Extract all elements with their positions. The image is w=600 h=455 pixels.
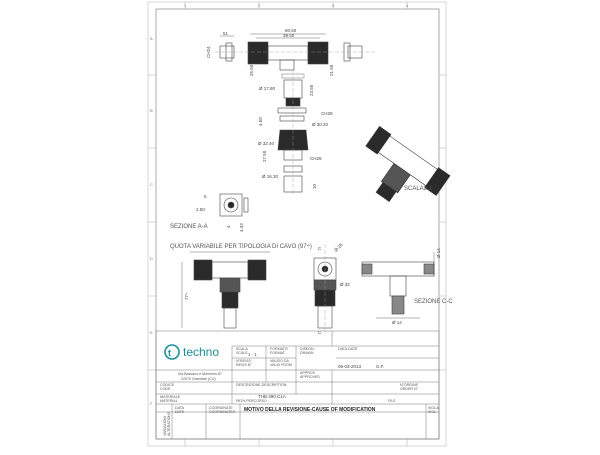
file-label: FILE xyxy=(388,399,396,403)
col-label: 3 xyxy=(332,3,335,8)
front-view xyxy=(181,251,270,329)
scale-value: 1 : 1 xyxy=(248,352,257,357)
cable-variable-note: QUOTA VARIABILE PER TIPOLOGIA DI CAVO (9… xyxy=(170,244,312,250)
dim-ch29-upper: CH29 xyxy=(321,111,333,116)
sign-label: SIGLA xyxy=(428,406,439,410)
col-label: 1 xyxy=(184,3,187,8)
material-label-en: MATERIAL xyxy=(160,399,178,403)
date-label: DATA-DATE xyxy=(338,347,358,351)
row-label: F xyxy=(150,401,153,406)
data-label: DATA xyxy=(175,406,185,410)
order-label-en: ORDER N° xyxy=(400,387,419,391)
row-label: A xyxy=(150,36,153,41)
dim-height-right: 21.50 xyxy=(329,64,334,76)
col-label: 2 xyxy=(258,3,261,8)
code-label: CODICE xyxy=(160,383,175,387)
row-label: E xyxy=(150,330,153,335)
dim-dia-17-80: Ø 17.80 xyxy=(259,86,276,91)
section-mark-c-bottom: C xyxy=(318,330,322,335)
variations-label-en: ALTERATIONS xyxy=(167,411,171,436)
drawn-label: DISEGN. xyxy=(300,347,315,351)
data-label-en: DATE xyxy=(175,410,185,414)
company-logo-text: techno xyxy=(183,345,219,359)
dim-dia-16-30: Ø 16.30 xyxy=(262,174,279,179)
iso-scale-label: SCALA2:1 xyxy=(404,186,433,192)
frame-labels: 1 2 3 4 A B C D E F xyxy=(150,3,409,406)
approved-label-en: APPROVED xyxy=(300,375,320,379)
section-aa-label: SEZIONE A-A xyxy=(170,224,208,230)
address-line-1: Via Bassano e Mornesio,57 xyxy=(178,372,222,376)
dim-body-length: 38.50 xyxy=(283,33,295,38)
exploded-view xyxy=(277,70,309,196)
section-cc-label: SEZIONE C-C xyxy=(414,299,453,305)
dim-height-left: 25.50 xyxy=(249,64,254,76)
sign-label-en: SIGL. xyxy=(428,410,437,414)
revision-reason-label: MOTIVO DELLA REVISIONE-CAUSE OF MODIFICA… xyxy=(244,407,376,413)
approved-label: APPROV. xyxy=(300,371,316,375)
dim-77: 77÷ xyxy=(184,292,189,300)
revision-label: N°REVIS. xyxy=(236,359,252,363)
row-label: C xyxy=(150,182,153,187)
dim-left-cap: 51 xyxy=(223,31,229,36)
format-label-en: FORMAT xyxy=(270,351,286,355)
scale-label-en: SCALE xyxy=(236,351,248,355)
dim-ch29-lower: CH29 xyxy=(310,156,322,161)
dim-10: 10 xyxy=(312,183,317,189)
address-line-2: 22070 Grandate (CO) xyxy=(181,377,216,381)
path-label: PATH-PERCORSO xyxy=(236,399,267,403)
dim-2-50: 2.50 xyxy=(196,207,205,212)
side-view xyxy=(313,244,337,332)
title-block xyxy=(155,330,440,440)
drawn-label-en: DRAWN xyxy=(300,351,314,355)
format-label: FORMATO xyxy=(270,347,288,351)
order-label: N°ORDINE xyxy=(400,383,419,387)
row-label: B xyxy=(150,108,153,113)
coord-label-en: COORDINATES xyxy=(209,410,236,414)
dim-23-50: 23.50 xyxy=(309,84,314,96)
dim-overall-length: 60.50 xyxy=(285,28,297,33)
dim-4-33: 4.33 xyxy=(239,223,244,232)
dim-dia-14-horizontal: Ø 14 xyxy=(392,320,402,325)
material-label: MATERIALE xyxy=(160,395,181,399)
revision-label-en: REVIS.N° xyxy=(236,363,252,367)
dim-dia-32: Ø 32 xyxy=(340,282,350,287)
description-value: THB.390.C1A xyxy=(258,394,286,399)
valid-from-label-en: VALID FROM xyxy=(270,363,292,367)
col-label: 4 xyxy=(406,3,409,8)
drawn-by: G.F. xyxy=(376,364,384,369)
dim-5: 5 xyxy=(204,194,207,199)
code-label-en: CODE xyxy=(160,387,171,391)
dim-dia-32-40: Ø 32.40 xyxy=(258,141,275,146)
date-value: 05-03-2013 xyxy=(338,364,362,369)
dim-4-50: 4.50 xyxy=(258,117,263,126)
top-view xyxy=(215,33,375,71)
variations-label: VARIAZIONI xyxy=(163,416,167,436)
dim-27-50: 27.50 xyxy=(262,150,267,162)
isometric-view xyxy=(365,125,451,202)
valid-from-label: VALIDO DA xyxy=(270,359,290,363)
techno-logo-icon xyxy=(164,344,180,360)
section-aa-view xyxy=(219,193,249,217)
row-label: D xyxy=(150,256,153,261)
svg-text:t: t xyxy=(168,348,171,358)
description-label: DESCRIZIONE-DESCRIPTION xyxy=(236,383,287,387)
scale-label: SCALA xyxy=(236,347,248,351)
dim-dia-14-vertical: Ø 14 xyxy=(436,248,441,258)
dim-4: 4 xyxy=(226,225,231,228)
dim-dia-28: Ø 28 xyxy=(333,242,344,253)
dim-dia-30-20: Ø 30.20 xyxy=(312,122,329,127)
section-cc-view xyxy=(361,252,435,319)
dim-ch24: CH24 xyxy=(206,46,211,58)
coord-label: COORDINATE xyxy=(209,406,233,410)
section-mark-c-top: C xyxy=(318,246,322,251)
